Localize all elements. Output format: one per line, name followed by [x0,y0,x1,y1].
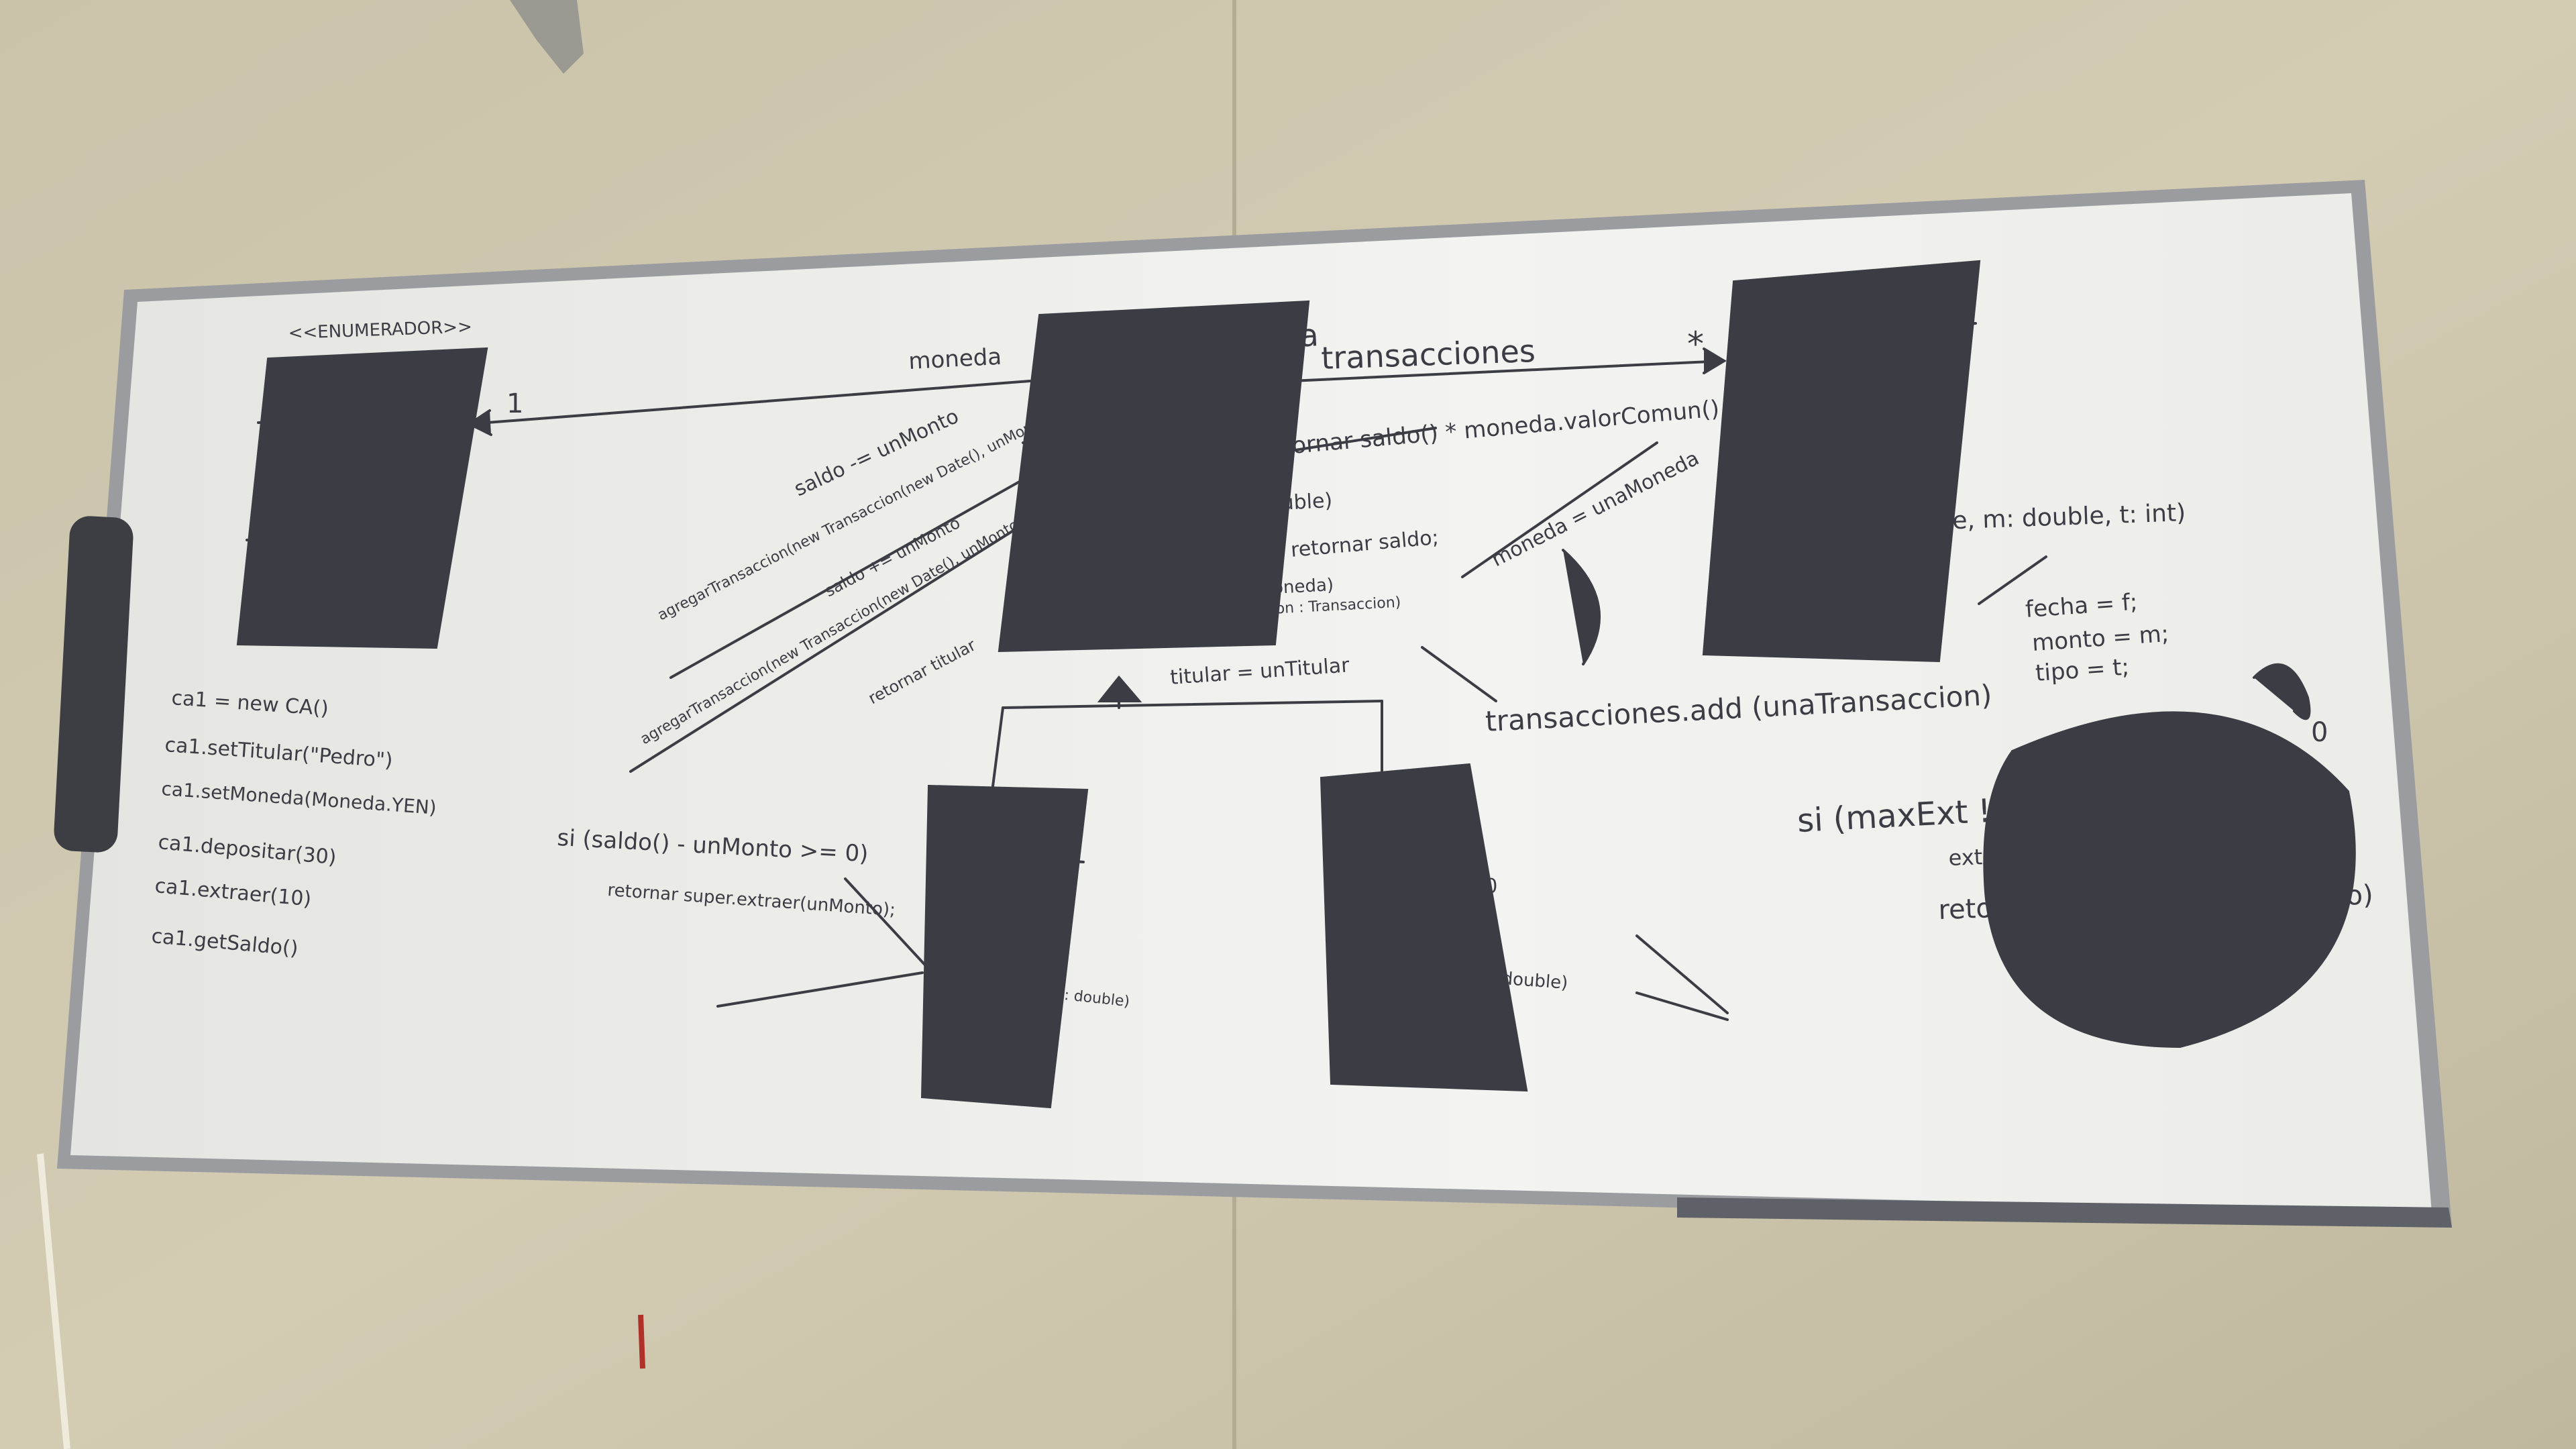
red-mark [638,1314,645,1369]
marker-tray [1677,1197,2452,1228]
transaccion-attr-5: + EXT = 1 [1737,425,1849,455]
moneda-divider-1 [257,413,474,424]
ca-title: CA [943,808,980,839]
cc-divider-1 [1326,827,1474,837]
transaccion-title: Transaccion [1756,276,1931,316]
inheritance-ca [991,706,1004,788]
moneda-assoc-label: moneda [908,343,1002,375]
note-bracket-tx [1562,549,1601,665]
moneda-attr-1: - tipo : int [261,429,340,450]
note-ctor-3: tipo = t; [2035,653,2131,687]
cuenta-divider-1 [1032,361,1303,374]
transacciones-assoc-mult: * [1687,325,1704,364]
moneda-attr-5: - PESO = 2 [251,512,339,534]
transaccion-box [1702,260,1981,663]
transaccion-divider-1 [1729,322,1977,330]
transacciones-assoc-label: transacciones [1320,333,1536,376]
note-connector-depositar [629,525,1021,773]
note-connector-moneda [1461,441,1658,578]
moneda-arrowhead [467,409,492,436]
transaccion-attr-4: + DEP = 0 [1737,398,1851,428]
cc-title: CC [1351,790,1393,826]
note-connector-saldo [1213,427,1437,464]
moneda-attr-3: - YEN = 0 [258,470,335,492]
shelf-bracket [510,0,584,74]
cuenta-divider-2 [1022,435,1293,444]
inheritance-bar [1002,700,1383,709]
note-connector-cc-2 [1635,991,1729,1021]
note-connector-ca-2 [716,971,924,1008]
note-cc-inc: extAct ++ [1948,841,2060,871]
note-connector-cc [1635,934,1729,1014]
note-connector-tx [1421,646,1497,702]
note-zero-mark: 0 [2311,717,2328,748]
transaccion-attr-3: - tipo : int [1737,378,1823,400]
wall-seam-left [37,1153,70,1449]
note-connector-extraer [669,478,1024,679]
cc-divider-2 [1330,924,1494,930]
moneda-box [236,347,488,649]
moneda-divider-2 [246,535,449,541]
note-connector-ctor [1978,555,2047,605]
cc-note-circle [1983,711,2356,1049]
note-connector-ca [844,877,930,971]
cc-attr-1: - maxExt : int [1331,843,1458,870]
moneda-attr-4: - DOLAR = 1 [254,493,356,515]
moneda-title: Moneda [288,374,395,409]
transacciones-association [1290,360,1725,382]
transaccion-divider-2 [1716,502,1947,508]
ca-divider-1 [934,849,1085,863]
transacciones-arrowhead [1703,347,1727,374]
ca-divider-2 [928,945,1068,951]
moneda-association [468,380,1031,425]
cc-note-squiggle [2253,663,2311,720]
eraser [54,516,133,853]
moneda-assoc-mult: 1 [506,388,523,419]
cc-attr-2: - extAct : int = 0 [1332,875,1498,901]
cuenta-box [998,300,1310,653]
transaccion-attr-1: - fecha : Date [1737,333,1866,360]
